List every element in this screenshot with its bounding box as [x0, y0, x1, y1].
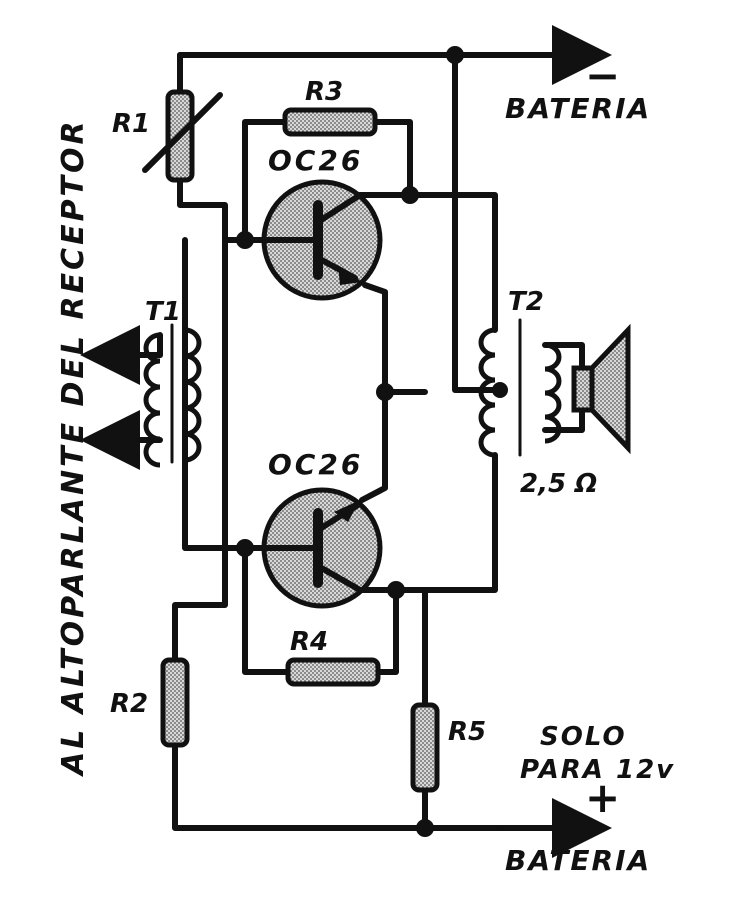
- resistor-r3: [282, 107, 378, 137]
- resistor-r5: [410, 702, 440, 793]
- transformer-t1: [80, 323, 202, 470]
- label-bat-top: BATERIA: [505, 92, 651, 125]
- label-r4: R4: [290, 627, 328, 657]
- transistor-q2: [259, 487, 383, 609]
- label-r3: R3: [305, 77, 343, 107]
- label-t2-impedance: 2,5 Ω: [520, 469, 597, 499]
- resistor-r1: [142, 89, 223, 183]
- resistor-r4: [285, 657, 381, 687]
- speaker-icon: [571, 323, 631, 455]
- label-bat-top-sign: −: [585, 51, 620, 100]
- label-t1: T1: [145, 297, 181, 327]
- label-bat-bottom-sign: +: [585, 773, 620, 822]
- transistor-q1: [259, 179, 383, 301]
- label-t2: T2: [508, 287, 544, 317]
- label-q2: OC26: [268, 448, 363, 481]
- transformer-t2: [478, 318, 562, 458]
- label-r1: R1: [112, 109, 150, 139]
- label-note-line1: SOLO: [540, 722, 627, 752]
- label-note-line2: PARA 12v: [520, 755, 675, 785]
- label-q1: OC26: [268, 144, 363, 177]
- label-side: AL ALTOPARLANTE DEL RECEPTOR: [56, 118, 91, 777]
- label-bat-bottom: BATERIA: [505, 844, 651, 877]
- label-r2: R2: [110, 689, 148, 719]
- junction-nodes: [236, 46, 464, 837]
- resistor-r2: [160, 657, 190, 748]
- label-r5: R5: [448, 717, 486, 747]
